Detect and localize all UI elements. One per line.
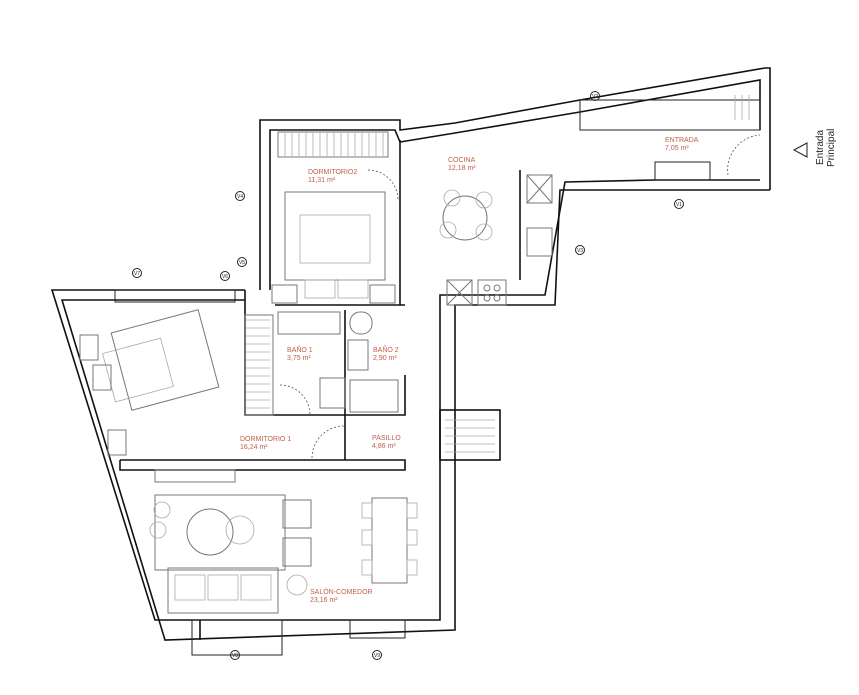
room-area-dormitorio1: 16,24 m² xyxy=(240,444,268,451)
svg-text:V5: V5 xyxy=(239,260,245,266)
svg-text:V3: V3 xyxy=(577,248,583,254)
room-name-dormitorio1: DORMITORIO 1 xyxy=(240,436,291,443)
doors xyxy=(279,134,761,459)
svg-text:V8: V8 xyxy=(232,653,238,659)
svg-text:V4: V4 xyxy=(237,194,243,200)
wardrobe-hatching xyxy=(246,95,750,453)
room-name-pasillo: PASILLO xyxy=(372,435,401,442)
room-labels: DORMITORIO2 11,31 m² COCINA 12,18 m² ENT… xyxy=(240,137,699,604)
exterior-walls xyxy=(50,67,771,656)
window-tag-v1: V1 xyxy=(674,199,684,209)
svg-text:V9: V9 xyxy=(374,653,380,659)
room-name-bano2: BAÑO 2 xyxy=(373,345,399,354)
room-area-pasillo: 4,86 m² xyxy=(372,443,396,450)
svg-text:V7: V7 xyxy=(134,271,140,277)
room-name-cocina: COCINA xyxy=(448,157,476,164)
entrance-marker: Entrada Principal xyxy=(792,129,837,167)
room-area-dormitorio2: 11,31 m² xyxy=(308,177,336,184)
room-name-entrada: ENTRADA xyxy=(665,137,699,144)
room-area-bano2: 2,90 m² xyxy=(373,355,397,362)
window-tag-v2: V2 xyxy=(590,91,600,101)
window-tag-v6: V6 xyxy=(220,271,230,281)
entrance-label-line1: Entrada xyxy=(815,130,826,165)
room-area-salon-comedor: 23,16 m² xyxy=(310,597,338,604)
svg-text:V2: V2 xyxy=(592,94,598,100)
room-name-salon-comedor: SALÓN-COMEDOR xyxy=(310,587,373,596)
window-tag-v7: V7 xyxy=(132,268,142,278)
window-tag-v8: V8 xyxy=(230,650,240,660)
svg-text:V1: V1 xyxy=(676,202,682,208)
svg-text:V6: V6 xyxy=(222,274,228,280)
room-name-dormitorio2: DORMITORIO2 xyxy=(308,169,357,176)
room-area-bano1: 3,75 m² xyxy=(287,355,311,362)
window-tag-v9: V9 xyxy=(372,650,382,660)
room-area-entrada: 7,05 m² xyxy=(665,145,689,152)
furniture xyxy=(79,95,750,614)
window-tag-v5: V5 xyxy=(237,257,247,267)
room-area-cocina: 12,18 m² xyxy=(448,165,476,172)
room-name-bano1: BAÑO 1 xyxy=(287,345,313,354)
window-tag-v3: V3 xyxy=(575,245,585,255)
entrance-label-line2: Principal xyxy=(826,129,837,167)
window-tag-v4: V4 xyxy=(235,191,245,201)
window-tags: V1 V2 V3 V4 V5 V6 V7 V8 V9 xyxy=(132,91,684,660)
entrance-arrow-icon xyxy=(792,142,808,158)
